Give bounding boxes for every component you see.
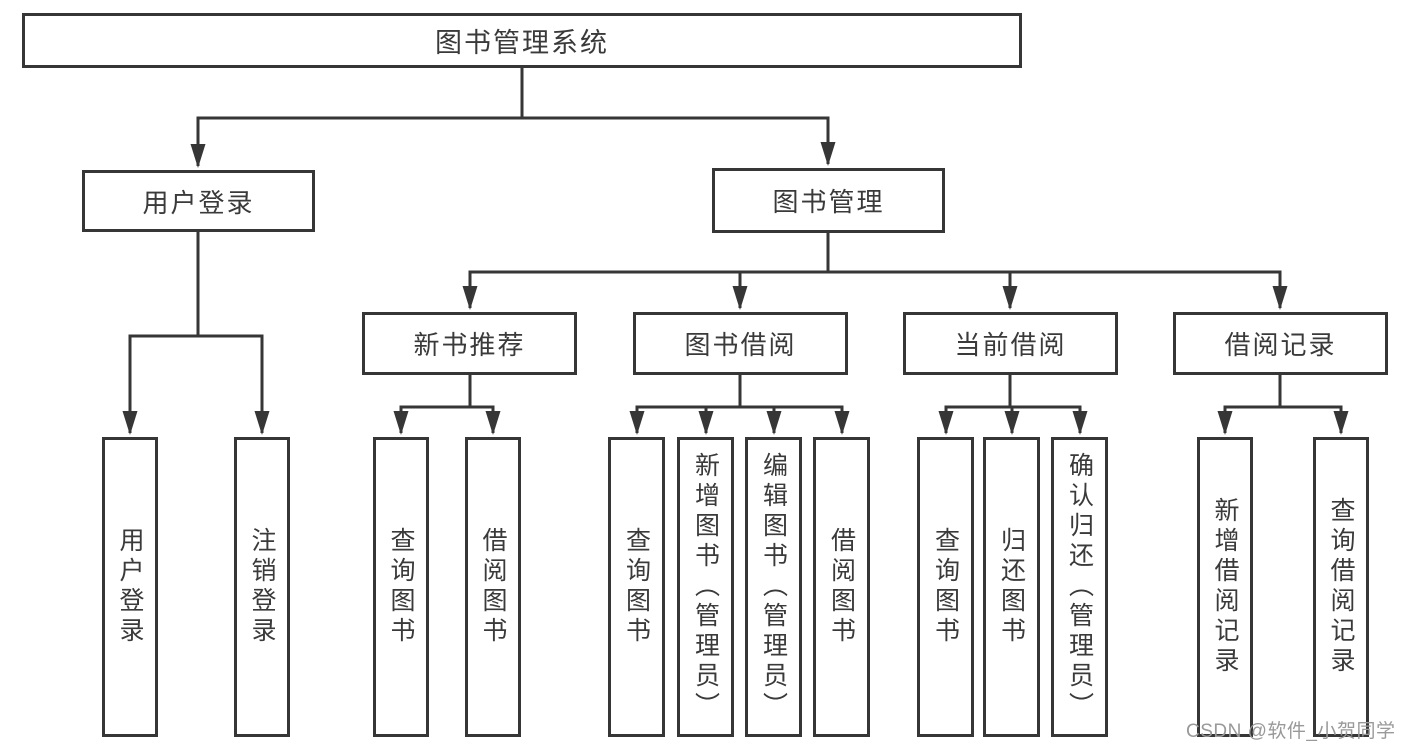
node-borrow-books: 借阅图书 — [813, 437, 870, 737]
node-new-book-recommendation: 新书推荐 — [362, 312, 577, 375]
node-borrowing-records: 借阅记录 — [1173, 312, 1388, 375]
node-book-management: 图书管理 — [712, 168, 945, 233]
node-book-borrowing: 图书借阅 — [633, 312, 848, 375]
node-query-books-recommend: 查询图书 — [373, 437, 429, 737]
node-add-borrow-record: 新增借阅记录 — [1197, 437, 1253, 737]
node-query-books-current: 查询图书 — [917, 437, 974, 737]
node-edit-books-admin: 编辑图书（管理员） — [745, 437, 802, 737]
node-add-books-admin: 新增图书（管理员） — [677, 437, 734, 737]
node-current-borrowing: 当前借阅 — [903, 312, 1118, 375]
node-logout: 注销登录 — [234, 437, 290, 737]
csdn-watermark: CSDN @软件_小贺同学 — [1186, 721, 1396, 742]
node-user-login-leaf: 用户登录 — [102, 437, 158, 737]
node-query-books-borrowing: 查询图书 — [608, 437, 665, 737]
node-return-books: 归还图书 — [983, 437, 1040, 737]
node-confirm-return-admin: 确认归还（管理员） — [1051, 437, 1108, 737]
node-borrow-books-recommend: 借阅图书 — [465, 437, 521, 737]
node-query-borrow-record: 查询借阅记录 — [1313, 437, 1369, 737]
node-library-management-system: 图书管理系统 — [22, 13, 1022, 68]
node-user-login: 用户登录 — [82, 170, 315, 232]
